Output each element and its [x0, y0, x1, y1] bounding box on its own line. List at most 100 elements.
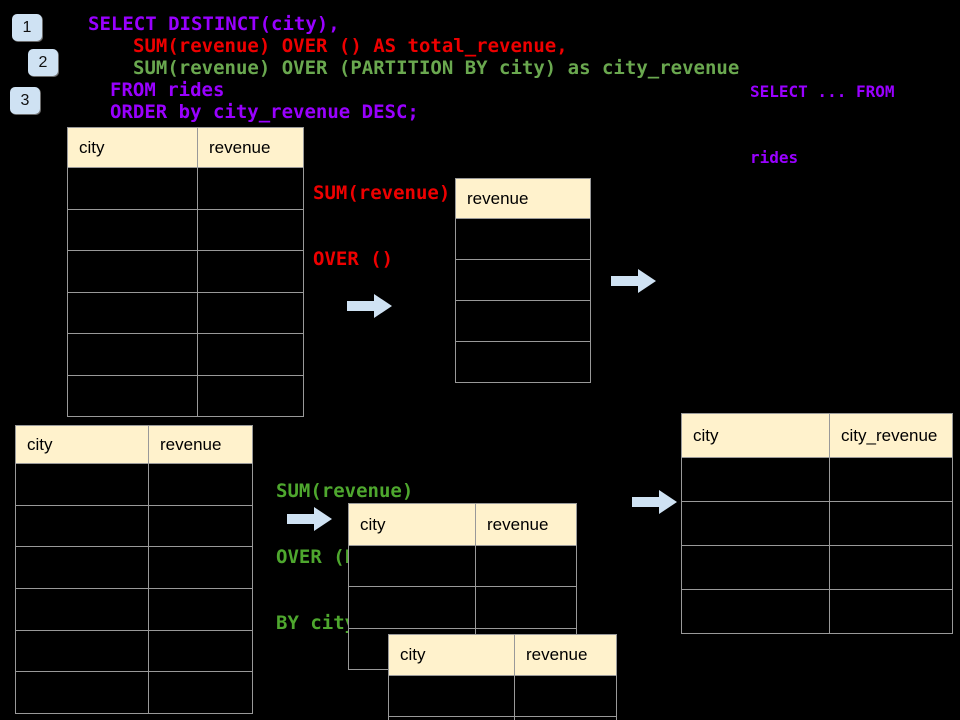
total-revenue-label-line1: SUM(revenue) [313, 182, 451, 204]
column-header-city: city [15, 425, 149, 464]
table-row [15, 504, 253, 548]
column-header-city_revenue: city_revenue [829, 413, 953, 458]
empty-cell [67, 167, 198, 210]
empty-cell [829, 589, 953, 634]
empty-cell [681, 589, 830, 634]
empty-cell [455, 341, 591, 383]
empty-cell [15, 546, 149, 590]
empty-cell [197, 167, 304, 210]
empty-cell [197, 208, 304, 251]
empty-cell [455, 300, 591, 342]
partition-label-line1: SUM(revenue) [276, 480, 414, 502]
column-header-city: city [388, 634, 515, 676]
empty-cell [67, 333, 198, 376]
table-row [388, 716, 617, 720]
empty-cell [681, 501, 830, 546]
empty-cell [455, 218, 591, 260]
flow-arrow-icon [287, 507, 332, 531]
empty-cell [348, 586, 476, 629]
table-row [15, 629, 253, 673]
empty-cell [829, 545, 953, 590]
empty-cell [148, 671, 253, 715]
empty-cell [829, 457, 953, 502]
column-header-revenue: revenue [455, 178, 591, 219]
table-row [348, 586, 577, 629]
empty-cell [15, 504, 149, 548]
empty-cell [148, 546, 253, 590]
empty-cell [15, 463, 149, 506]
table-row [455, 300, 591, 342]
column-header-revenue: revenue [197, 127, 304, 168]
table-header-row: revenue [455, 178, 591, 219]
empty-cell [148, 504, 253, 548]
table-row [681, 457, 953, 502]
flow-arrow-icon [347, 294, 392, 318]
sql-line-order-by: ORDER by city_revenue DESC; [110, 101, 419, 123]
table-row [15, 463, 253, 506]
empty-cell [475, 586, 577, 629]
empty-cell [197, 291, 304, 334]
empty-cell [148, 588, 253, 631]
column-header-city: city [348, 503, 476, 546]
table-row [15, 546, 253, 590]
empty-cell [67, 250, 198, 293]
table-row [681, 501, 953, 546]
table-row [455, 218, 591, 260]
flow-arrow-icon [611, 269, 656, 293]
empty-cell [681, 545, 830, 590]
empty-cell [681, 457, 830, 502]
step-badge-1: 1 [12, 14, 42, 41]
empty-cell [15, 588, 149, 631]
sql-line-from: FROM rides [110, 79, 225, 101]
empty-cell [514, 675, 617, 717]
empty-cell [67, 208, 198, 251]
empty-cell [148, 463, 253, 506]
table-row [67, 167, 304, 210]
flow-arrow-icon [632, 490, 677, 514]
empty-cell [15, 629, 149, 673]
sql-line-total-revenue: SUM(revenue) OVER () AS total_revenue, [133, 35, 568, 57]
empty-cell [455, 259, 591, 301]
select-from-note-line1: SELECT ... FROM [750, 82, 895, 101]
total-revenue-label-line2: OVER () [313, 248, 394, 270]
table-row [388, 675, 617, 717]
table-row [67, 374, 304, 417]
empty-cell [348, 544, 476, 588]
empty-cell [197, 250, 304, 293]
table-row [67, 250, 304, 293]
empty-cell [197, 374, 304, 417]
column-header-revenue: revenue [148, 425, 253, 464]
empty-cell [197, 333, 304, 376]
table-row [15, 671, 253, 715]
empty-cell [67, 374, 198, 417]
table-total-revenue-result: revenue [455, 178, 591, 383]
step-badge-3: 3 [10, 87, 40, 114]
table-row [455, 259, 591, 301]
table-row [348, 544, 577, 588]
empty-cell [829, 501, 953, 546]
table-row [15, 588, 253, 631]
empty-cell [388, 675, 515, 717]
table-row [681, 545, 953, 590]
sql-line-select: SELECT DISTINCT(city), [88, 13, 340, 35]
column-header-revenue: revenue [514, 634, 617, 676]
empty-cell [388, 716, 515, 720]
empty-cell [148, 629, 253, 673]
table-row [67, 291, 304, 334]
select-from-note-line2: rides [750, 148, 799, 167]
empty-cell [475, 544, 577, 588]
total-revenue-label: SUM(revenue) OVER () [313, 138, 450, 314]
table-row [455, 341, 591, 383]
sql-line-city-revenue: SUM(revenue) OVER (PARTITION BY city) as… [133, 57, 740, 79]
column-header-revenue: revenue [475, 503, 577, 546]
select-from-note: SELECT ... FROM rides [750, 37, 895, 213]
